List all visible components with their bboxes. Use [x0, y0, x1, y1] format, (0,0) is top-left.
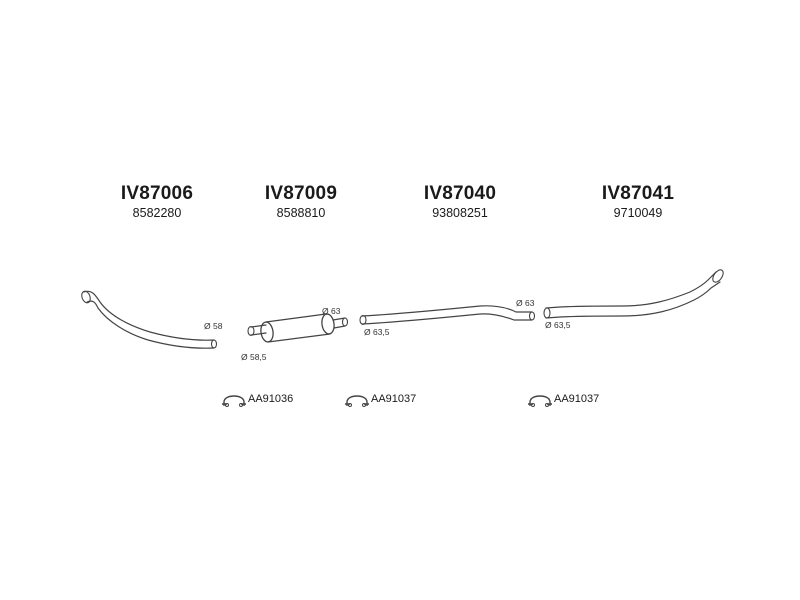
front-pipe-drawing — [81, 290, 218, 349]
clamp-icon — [222, 395, 246, 407]
intermediate-pipe-inlet-diameter-label: Ø 63,5 — [364, 327, 390, 337]
oem-code-tail-pipe: 9710049 — [613, 206, 663, 220]
silencer-inlet-diameter-label: Ø 58,5 — [241, 352, 267, 362]
tail-pipe-drawing — [543, 269, 724, 319]
tail-pipe-inlet-diameter-label: Ø 63,5 — [545, 320, 571, 330]
part-code-front-pipe: IV87006 — [120, 183, 194, 204]
clamp-icon — [528, 395, 552, 407]
clamp-code-label: AA91037 — [554, 393, 600, 405]
oem-code-intermediate-pipe: 93808251 — [432, 206, 488, 220]
part-code-tail-pipe: IV87041 — [601, 183, 675, 204]
front-pipe-outlet-diameter-label: Ø 58 — [204, 321, 223, 331]
middle-silencer-drawing — [247, 313, 349, 343]
oem-code-front-pipe: 8582280 — [132, 206, 182, 220]
part-code-intermediate-pipe: IV87040 — [423, 183, 497, 204]
oem-code-middle-silencer: 8588810 — [276, 206, 326, 220]
intermediate-pipe-drawing — [359, 305, 536, 326]
intermediate-pipe-outlet-diameter-label: Ø 63 — [516, 298, 535, 308]
clamp-icon — [345, 395, 369, 407]
clamp-code-label: AA91036 — [248, 393, 294, 405]
part-code-middle-silencer: IV87009 — [264, 183, 338, 204]
clamp-code-label: AA91037 — [371, 393, 417, 405]
silencer-outlet-diameter-label: Ø 63 — [322, 306, 341, 316]
